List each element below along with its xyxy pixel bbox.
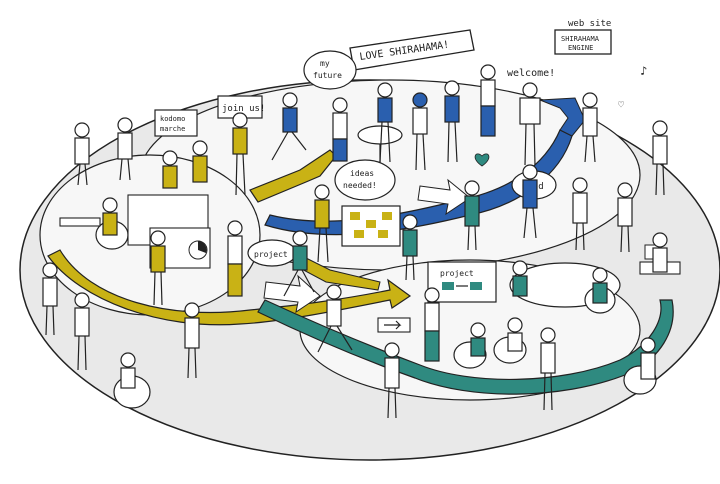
my-future-bubble: my future bbox=[303, 50, 357, 90]
web-site-sign: web site SHIRAHAMA ENGINE bbox=[554, 19, 612, 55]
blue-arrow-head bbox=[539, 97, 586, 137]
project-right-text: project bbox=[440, 269, 474, 278]
love-shirahama-banner: LOVE SHIRAHAMA! bbox=[349, 29, 475, 71]
my-future-line2: future bbox=[313, 71, 342, 80]
kodomo-line1: kodomo bbox=[160, 115, 185, 123]
welcome-text: welcome! bbox=[507, 68, 555, 79]
yellow-arrow-top bbox=[249, 149, 337, 203]
ideas-needed-bubble: ideas needed! bbox=[334, 159, 396, 201]
white-arrow-2 bbox=[417, 178, 471, 216]
join-us-text: join us! bbox=[222, 104, 265, 114]
small-heart-icon: ♡ bbox=[618, 100, 624, 111]
project-right-label: project bbox=[440, 269, 474, 278]
heart-icon bbox=[474, 153, 490, 167]
yellow-path bbox=[47, 249, 412, 326]
white-arrow-1 bbox=[263, 274, 321, 314]
project-left-text: project bbox=[254, 250, 288, 259]
my-future-line1: my bbox=[320, 59, 330, 68]
web-site-label: web site bbox=[568, 19, 611, 29]
ideas-line1: ideas bbox=[350, 169, 374, 178]
engine-line2: ENGINE bbox=[568, 44, 593, 52]
ideas-line2: needed! bbox=[343, 181, 377, 190]
engine-line1: SHIRAHAMA bbox=[561, 35, 600, 43]
people bbox=[42, 64, 668, 419]
project-left-bubble: project bbox=[247, 239, 297, 267]
teal-path bbox=[257, 299, 674, 395]
arrow-signpost bbox=[377, 317, 411, 333]
welcome-bubble: welcome! bbox=[507, 68, 555, 79]
bar-table bbox=[357, 125, 403, 145]
kodomo-marche-sign: kodomo marche bbox=[154, 109, 198, 137]
desk-left bbox=[59, 217, 101, 227]
music-note-icon: ♪ bbox=[640, 64, 647, 78]
kodomo-line2: marche bbox=[160, 125, 185, 133]
